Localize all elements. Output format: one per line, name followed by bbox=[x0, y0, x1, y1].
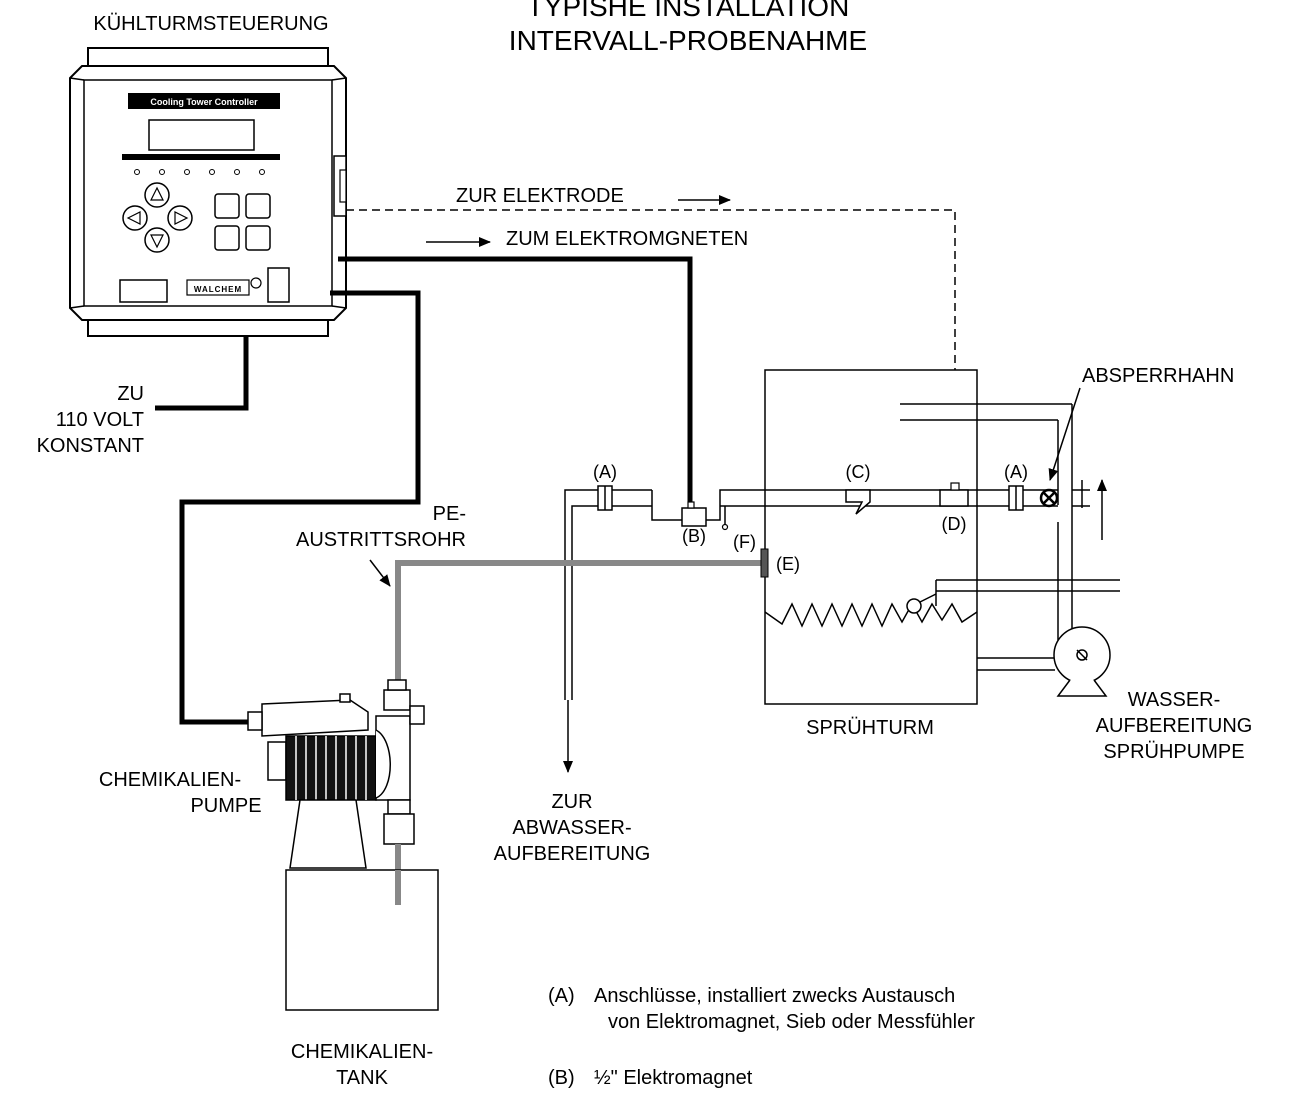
label-drain-2: ABWASSER- bbox=[512, 817, 631, 839]
label-power-1: ZU bbox=[117, 383, 144, 405]
label-chem-pump-1: CHEMIKALIEN- bbox=[99, 769, 241, 791]
power-cable bbox=[155, 336, 249, 411]
controller-slot bbox=[119, 279, 168, 303]
solenoid-valve-icon bbox=[681, 507, 707, 527]
label-to-electrode: ZUR ELEKTRODE bbox=[456, 185, 624, 207]
chemical-tank bbox=[285, 869, 439, 1011]
tube-pointer bbox=[369, 559, 391, 587]
controller-caption: KÜHLTURMSTEUERUNG bbox=[93, 13, 328, 35]
controller-display bbox=[148, 119, 255, 151]
controller-unit: Cooling Tower Controller WALCHEM bbox=[69, 47, 347, 337]
valve-pointer bbox=[1048, 387, 1081, 481]
spray-pump bbox=[1053, 626, 1111, 697]
marker-f: (F) bbox=[733, 532, 756, 552]
legend-a-line2: von Elektromagnet, Sieb oder Messfühler bbox=[608, 1011, 975, 1033]
marker-d: (D) bbox=[942, 514, 967, 534]
tower-body bbox=[764, 369, 978, 705]
label-tube-2: AUSTRITTSROHR bbox=[296, 529, 466, 551]
label-tower: SPRÜHTURM bbox=[806, 717, 934, 739]
controller-front-panel bbox=[83, 79, 333, 307]
label-pump-2: AUFBEREITUNG bbox=[1096, 715, 1253, 737]
legend-b-line1: ½" Elektromagnet bbox=[594, 1067, 753, 1089]
label-chem-pump-2: PUMPE bbox=[190, 795, 261, 817]
controller-label-plate bbox=[128, 93, 280, 109]
spray-tower bbox=[764, 369, 1120, 705]
diagram-title-line1: TYPISHE INSTALLATION bbox=[527, 0, 850, 22]
label-drain-3: AUFBEREITUNG bbox=[494, 843, 651, 865]
label-drain-1: ZUR bbox=[551, 791, 592, 813]
controller-arrow-keys bbox=[122, 182, 193, 253]
marker-b: (B) bbox=[682, 526, 706, 546]
float-valve-icon bbox=[906, 598, 922, 614]
controller-leds bbox=[134, 169, 265, 175]
marker-e: (E) bbox=[776, 554, 800, 574]
controller-bar bbox=[122, 154, 280, 160]
marker-a-left: (A) bbox=[593, 462, 617, 482]
controller-brand: WALCHEM bbox=[194, 285, 242, 294]
controller-brand-plate bbox=[186, 279, 250, 296]
wiring bbox=[155, 256, 693, 725]
label-power-3: KONSTANT bbox=[37, 435, 144, 457]
controller-label: Cooling Tower Controller bbox=[150, 97, 258, 107]
label-tube-1: PE- bbox=[433, 503, 466, 525]
strainer-icon bbox=[845, 489, 871, 515]
marker-a-right: (A) bbox=[1004, 462, 1028, 482]
legend-a-key: (A) bbox=[548, 985, 575, 1007]
sampling-pipe bbox=[564, 480, 1090, 700]
sample-tap-icon bbox=[721, 523, 729, 531]
diagram-title-line2: INTERVALL-PROBENAHME bbox=[509, 25, 867, 56]
tower-water-surface bbox=[764, 602, 978, 628]
label-tank-1: CHEMIKALIEN- bbox=[291, 1041, 433, 1063]
controller-indicator bbox=[250, 277, 262, 289]
chemical-pump bbox=[247, 679, 425, 869]
electrode-icon bbox=[939, 489, 969, 507]
legend-b-key: (B) bbox=[548, 1067, 575, 1089]
label-to-solenoid: ZUM ELEKTROMGNETEN bbox=[506, 228, 748, 250]
controller-switch bbox=[267, 267, 290, 303]
label-pump-1: WASSER- bbox=[1128, 689, 1221, 711]
injection-fitting-icon bbox=[760, 548, 769, 578]
pump-cable bbox=[179, 290, 421, 725]
legend: (A) Anschlüsse, installiert zwecks Austa… bbox=[548, 985, 975, 1089]
label-tank-2: TANK bbox=[336, 1067, 389, 1089]
label-pump-3: SPRÜHPUMPE bbox=[1103, 741, 1244, 763]
pump-motor-fins bbox=[285, 735, 377, 801]
electrode-cable bbox=[346, 209, 956, 485]
discharge-tube bbox=[395, 560, 762, 690]
label-power-2: 110 VOLT bbox=[56, 409, 144, 431]
label-valve: ABSPERRHAHN bbox=[1082, 365, 1234, 387]
legend-a-line1: Anschlüsse, installiert zwecks Austausch bbox=[594, 985, 955, 1007]
solenoid-cable bbox=[338, 256, 693, 507]
marker-c: (C) bbox=[846, 462, 871, 482]
pump-control-head bbox=[261, 699, 369, 737]
controller-function-keys bbox=[214, 193, 271, 251]
